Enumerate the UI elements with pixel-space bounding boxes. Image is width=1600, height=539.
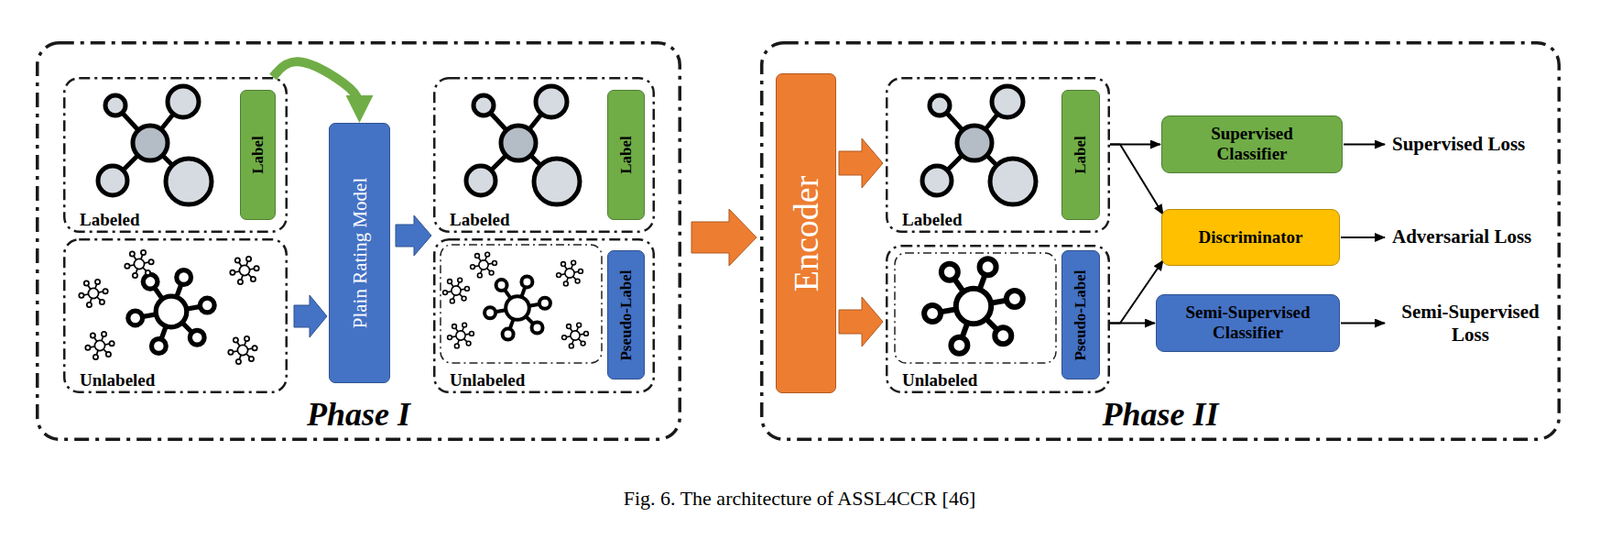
dash-dot-border <box>434 239 654 392</box>
phase-title: Phase I <box>35 394 682 434</box>
box-label: Semi-Supervised Classifier <box>1175 302 1322 345</box>
box-label: Pseudo-Label <box>617 269 636 360</box>
block-arrow <box>838 296 883 347</box>
loss-label: Supervised Loss <box>1392 132 1525 156</box>
box-label: Pseudo-Label <box>1071 269 1090 360</box>
loss-arrow <box>1340 322 1385 325</box>
dash-dot-border <box>37 43 681 440</box>
labeled-graph <box>466 86 580 205</box>
labeled-group: LabelLabeled <box>433 76 655 233</box>
unlabeled-graph <box>924 258 1024 354</box>
dash-dot-border <box>64 239 287 392</box>
classifier-box: Supervised Classifier <box>1161 115 1343 174</box>
box-label: Supervised Classifier <box>1178 123 1326 166</box>
unlabeled-graph <box>556 260 584 286</box>
dashed-group-outline <box>440 244 602 363</box>
box-label: Encoder <box>785 174 827 292</box>
arrow-connector <box>1110 322 1155 325</box>
group-label: Labeled <box>902 209 962 230</box>
box-label: Plain Rating Model <box>348 177 371 329</box>
encoder-box: Encoder <box>775 73 837 393</box>
loss-arrow <box>1343 143 1385 146</box>
classifier-box: Semi-Supervised Classifier <box>1155 293 1340 352</box>
group-label: Labeled <box>449 209 510 230</box>
unlabeled-graph <box>229 256 259 284</box>
block-arrow <box>293 294 327 338</box>
label-bar: Label <box>607 89 645 220</box>
labeled-graph <box>97 86 212 205</box>
dashed-group-outline <box>894 252 1056 363</box>
group-label: Labeled <box>79 209 140 230</box>
labeled-group: LabelLabeled <box>885 76 1111 233</box>
pseudo-label-bar: Pseudo-Label <box>1061 250 1100 380</box>
unlabeled-graph <box>78 279 108 307</box>
unlabeled-graph <box>85 331 114 360</box>
loss-label: Adversarial Loss <box>1392 225 1532 249</box>
unlabeled-group: Unlabeled <box>63 238 288 393</box>
dash-dot-border <box>886 245 1110 392</box>
group-label: Unlabeled <box>449 370 525 391</box>
box-label: Label <box>617 135 636 175</box>
label-bar: Label <box>239 89 276 220</box>
group-label: Unlabeled <box>902 370 978 391</box>
labeled-group: LabelLabeled <box>63 76 288 233</box>
block-arrow <box>691 208 757 266</box>
box-label: Discriminator <box>1198 227 1304 249</box>
block-arrow <box>395 215 432 256</box>
unlabeled-group: Pseudo-LabelUnlabeled <box>433 238 655 393</box>
unlabeled-graph <box>484 275 551 339</box>
unlabeled-graph <box>470 251 498 278</box>
arrow-connector <box>1110 144 1164 216</box>
loss-arrow <box>1340 236 1385 239</box>
dash-dot-border <box>761 43 1560 440</box>
loss-label: Semi-Supervised Loss <box>1390 299 1551 346</box>
unlabeled-graph <box>447 322 475 349</box>
dash-dot-outline <box>63 238 288 393</box>
dash-dot-border <box>886 77 1110 232</box>
block-arrow <box>838 138 883 188</box>
dash-dot-border <box>64 77 287 232</box>
unlabeled-group: Pseudo-LabelUnlabeled <box>885 244 1111 393</box>
phase-box: LabelLabeledUnlabeled Plain Rating Model L… <box>35 41 682 441</box>
figure-caption: Fig. 6. The architecture of ASSL4CCR [46… <box>623 486 977 511</box>
dash-dot-border <box>434 77 654 232</box>
box-label: Label <box>249 135 268 175</box>
unlabeled-graph <box>562 322 589 349</box>
unlabeled-graph <box>128 270 215 354</box>
phase-title: Phase II <box>760 394 1561 434</box>
labeled-graph <box>922 86 1036 205</box>
pseudo-label-bar: Pseudo-Label <box>607 250 645 380</box>
unlabeled-graph <box>228 336 257 364</box>
unlabeled-graph <box>443 277 470 304</box>
group-label: Unlabeled <box>79 370 155 391</box>
unlabeled-graph <box>124 250 153 278</box>
model-box: Plain Rating Model <box>328 122 391 383</box>
discriminator-box: Discriminator <box>1161 208 1340 266</box>
box-label: Label <box>1071 135 1090 175</box>
label-bar: Label <box>1061 89 1100 220</box>
